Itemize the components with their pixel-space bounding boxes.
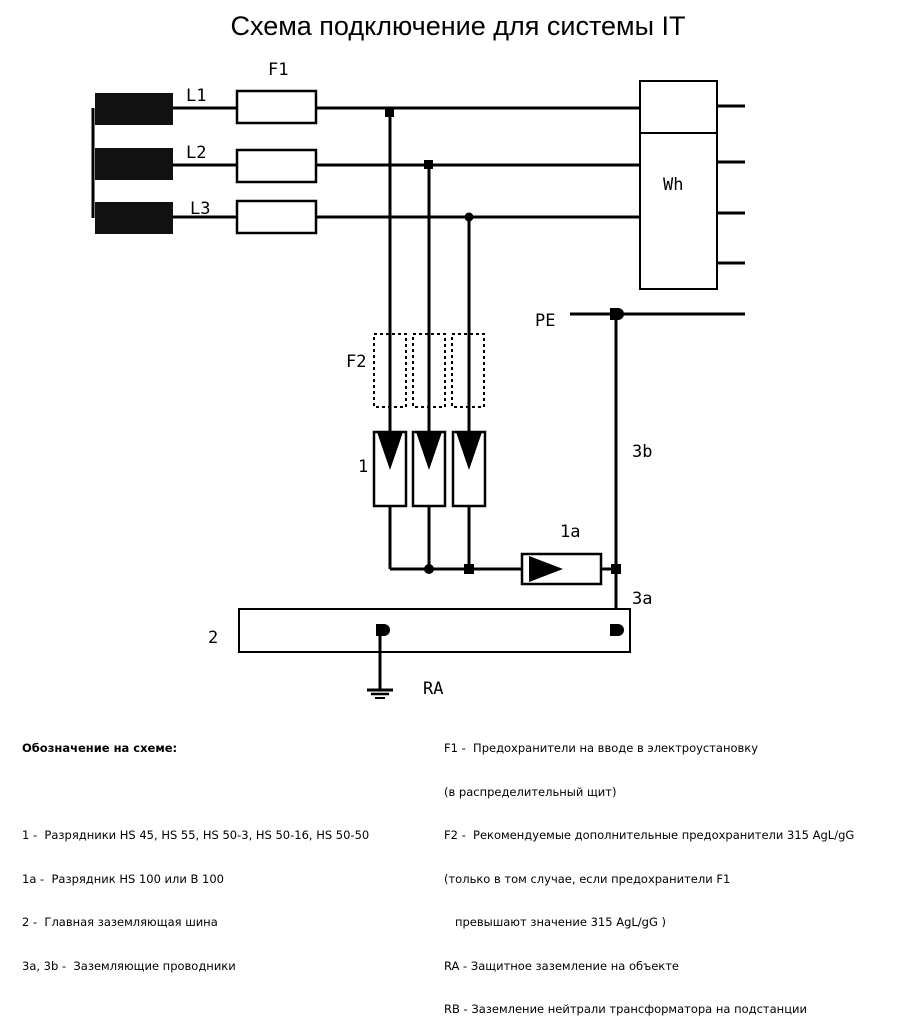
pe-junctions <box>610 308 624 574</box>
label-f2: F2 <box>346 352 366 372</box>
surge-arresters <box>372 430 487 508</box>
legend-item: F2 - Рекомендуемые дополнительные предох… <box>444 828 855 842</box>
label-3b: 3b <box>632 442 652 462</box>
fuses-f1 <box>235 89 318 235</box>
legend-right: F1 - Предохранители на вводе в электроус… <box>444 712 854 1031</box>
label-l1: L1 <box>186 86 206 106</box>
legend-item: 1a - Разрядник HS 100 или B 100 <box>22 871 224 886</box>
junction-dots <box>385 108 474 222</box>
winding-l2 <box>95 148 173 180</box>
pe-conductor <box>570 312 745 630</box>
winding-l1 <box>95 93 173 125</box>
legend-item: RA - Защитное заземление на объекте <box>444 958 680 973</box>
earth-ra <box>367 636 393 699</box>
label-arrester-1: 1 <box>358 457 368 477</box>
label-busbar-2: 2 <box>208 628 218 648</box>
fuse-f1-l1 <box>235 89 318 125</box>
label-arrester-1a: 1a <box>560 522 580 542</box>
legend-item: 2 - Главная заземляющая шина <box>22 915 218 929</box>
arrester-drops <box>388 112 471 432</box>
arrester-l2 <box>411 430 447 508</box>
label-wh: Wh <box>663 175 683 195</box>
main-earthing-busbar <box>238 608 631 653</box>
fuse-f1-l3 <box>235 199 318 235</box>
legend-item: (в распределительный щит) <box>444 784 617 799</box>
label-pe: PE <box>535 311 555 331</box>
legend-heading: Обозначение на схеме: <box>22 741 178 755</box>
arrester-1a <box>520 552 603 586</box>
fuses-f2-optional <box>373 333 485 408</box>
arrester-l1 <box>372 430 408 508</box>
label-l3: L3 <box>190 199 210 219</box>
legend-item: превышают значение 315 AgL/gG ) <box>444 915 667 929</box>
diagram-title: Схема подключение для системы IT <box>231 11 686 41</box>
transformer-windings <box>91 93 173 234</box>
label-l2: L2 <box>186 143 206 163</box>
energy-meter <box>639 80 745 290</box>
legend-item: 1 - Разрядники HS 45, HS 55, HS 50-3, HS… <box>22 828 370 842</box>
arrester-l3 <box>451 430 487 508</box>
legend-item: F1 - Предохранители на вводе в электроус… <box>444 741 759 755</box>
winding-l3 <box>95 202 173 234</box>
legend-item: (только в том случае, если предохранител… <box>444 871 731 886</box>
label-3a: 3a <box>632 589 652 609</box>
collector-junctions <box>424 564 474 574</box>
legend-item: RB - Заземление нейтрали трансформатора … <box>444 1002 807 1016</box>
legend-left: Обозначение на схеме: 1 - Разрядники HS … <box>22 712 369 988</box>
collector-line <box>388 506 616 571</box>
label-f1: F1 <box>268 60 288 80</box>
it-system-wiring-diagram: Схема подключение для системы IT F1 L1 L… <box>91 11 745 699</box>
legend-item: 3a, 3b - Заземляющие проводники <box>22 958 236 973</box>
fuse-f1-l2 <box>235 148 318 184</box>
label-ra: RA <box>423 679 443 699</box>
